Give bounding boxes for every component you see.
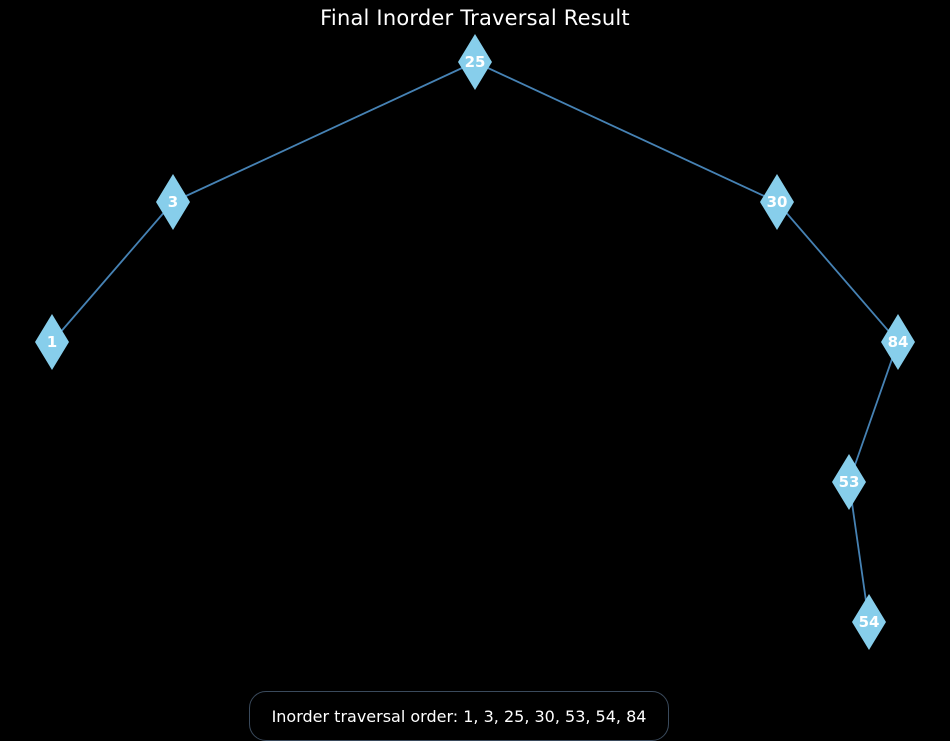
tree-node-diamond — [881, 314, 915, 370]
tree-node-diamond — [35, 314, 69, 370]
tree-node-diamond — [760, 174, 794, 230]
tree-node-diamond — [156, 174, 190, 230]
tree-edge — [172, 61, 476, 203]
tree-node: 3 — [156, 174, 190, 230]
tree-node-diamond — [458, 34, 492, 90]
tree-edge — [474, 61, 778, 203]
tree-node: 54 — [852, 594, 886, 650]
tree-edge — [776, 201, 899, 343]
traversal-result-box: Inorder traversal order: 1, 3, 25, 30, 5… — [249, 691, 669, 741]
nodes-layer: 25 3 30 1 84 53 54 — [35, 34, 915, 650]
tree-edge — [848, 481, 870, 623]
tree-node-label: 1 — [47, 333, 57, 351]
tree-edge — [51, 201, 174, 343]
tree-node-label: 30 — [767, 193, 788, 211]
tree-node-label: 25 — [465, 53, 486, 71]
traversal-result-text: Inorder traversal order: 1, 3, 25, 30, 5… — [271, 707, 647, 726]
tree-node-label: 53 — [839, 473, 860, 491]
tree-node: 25 — [458, 34, 492, 90]
tree-node-label: 54 — [859, 613, 880, 631]
tree-node-label: 3 — [168, 193, 178, 211]
page-title: Final Inorder Traversal Result — [320, 6, 630, 30]
tree-node: 30 — [760, 174, 794, 230]
tree-node: 84 — [881, 314, 915, 370]
tree-node-diamond — [852, 594, 886, 650]
edges-layer — [51, 61, 899, 623]
tree-node-label: 84 — [888, 333, 909, 351]
tree-node: 1 — [35, 314, 69, 370]
tree-node: 53 — [832, 454, 866, 510]
tree-node-diamond — [832, 454, 866, 510]
tree-edge — [848, 341, 899, 483]
